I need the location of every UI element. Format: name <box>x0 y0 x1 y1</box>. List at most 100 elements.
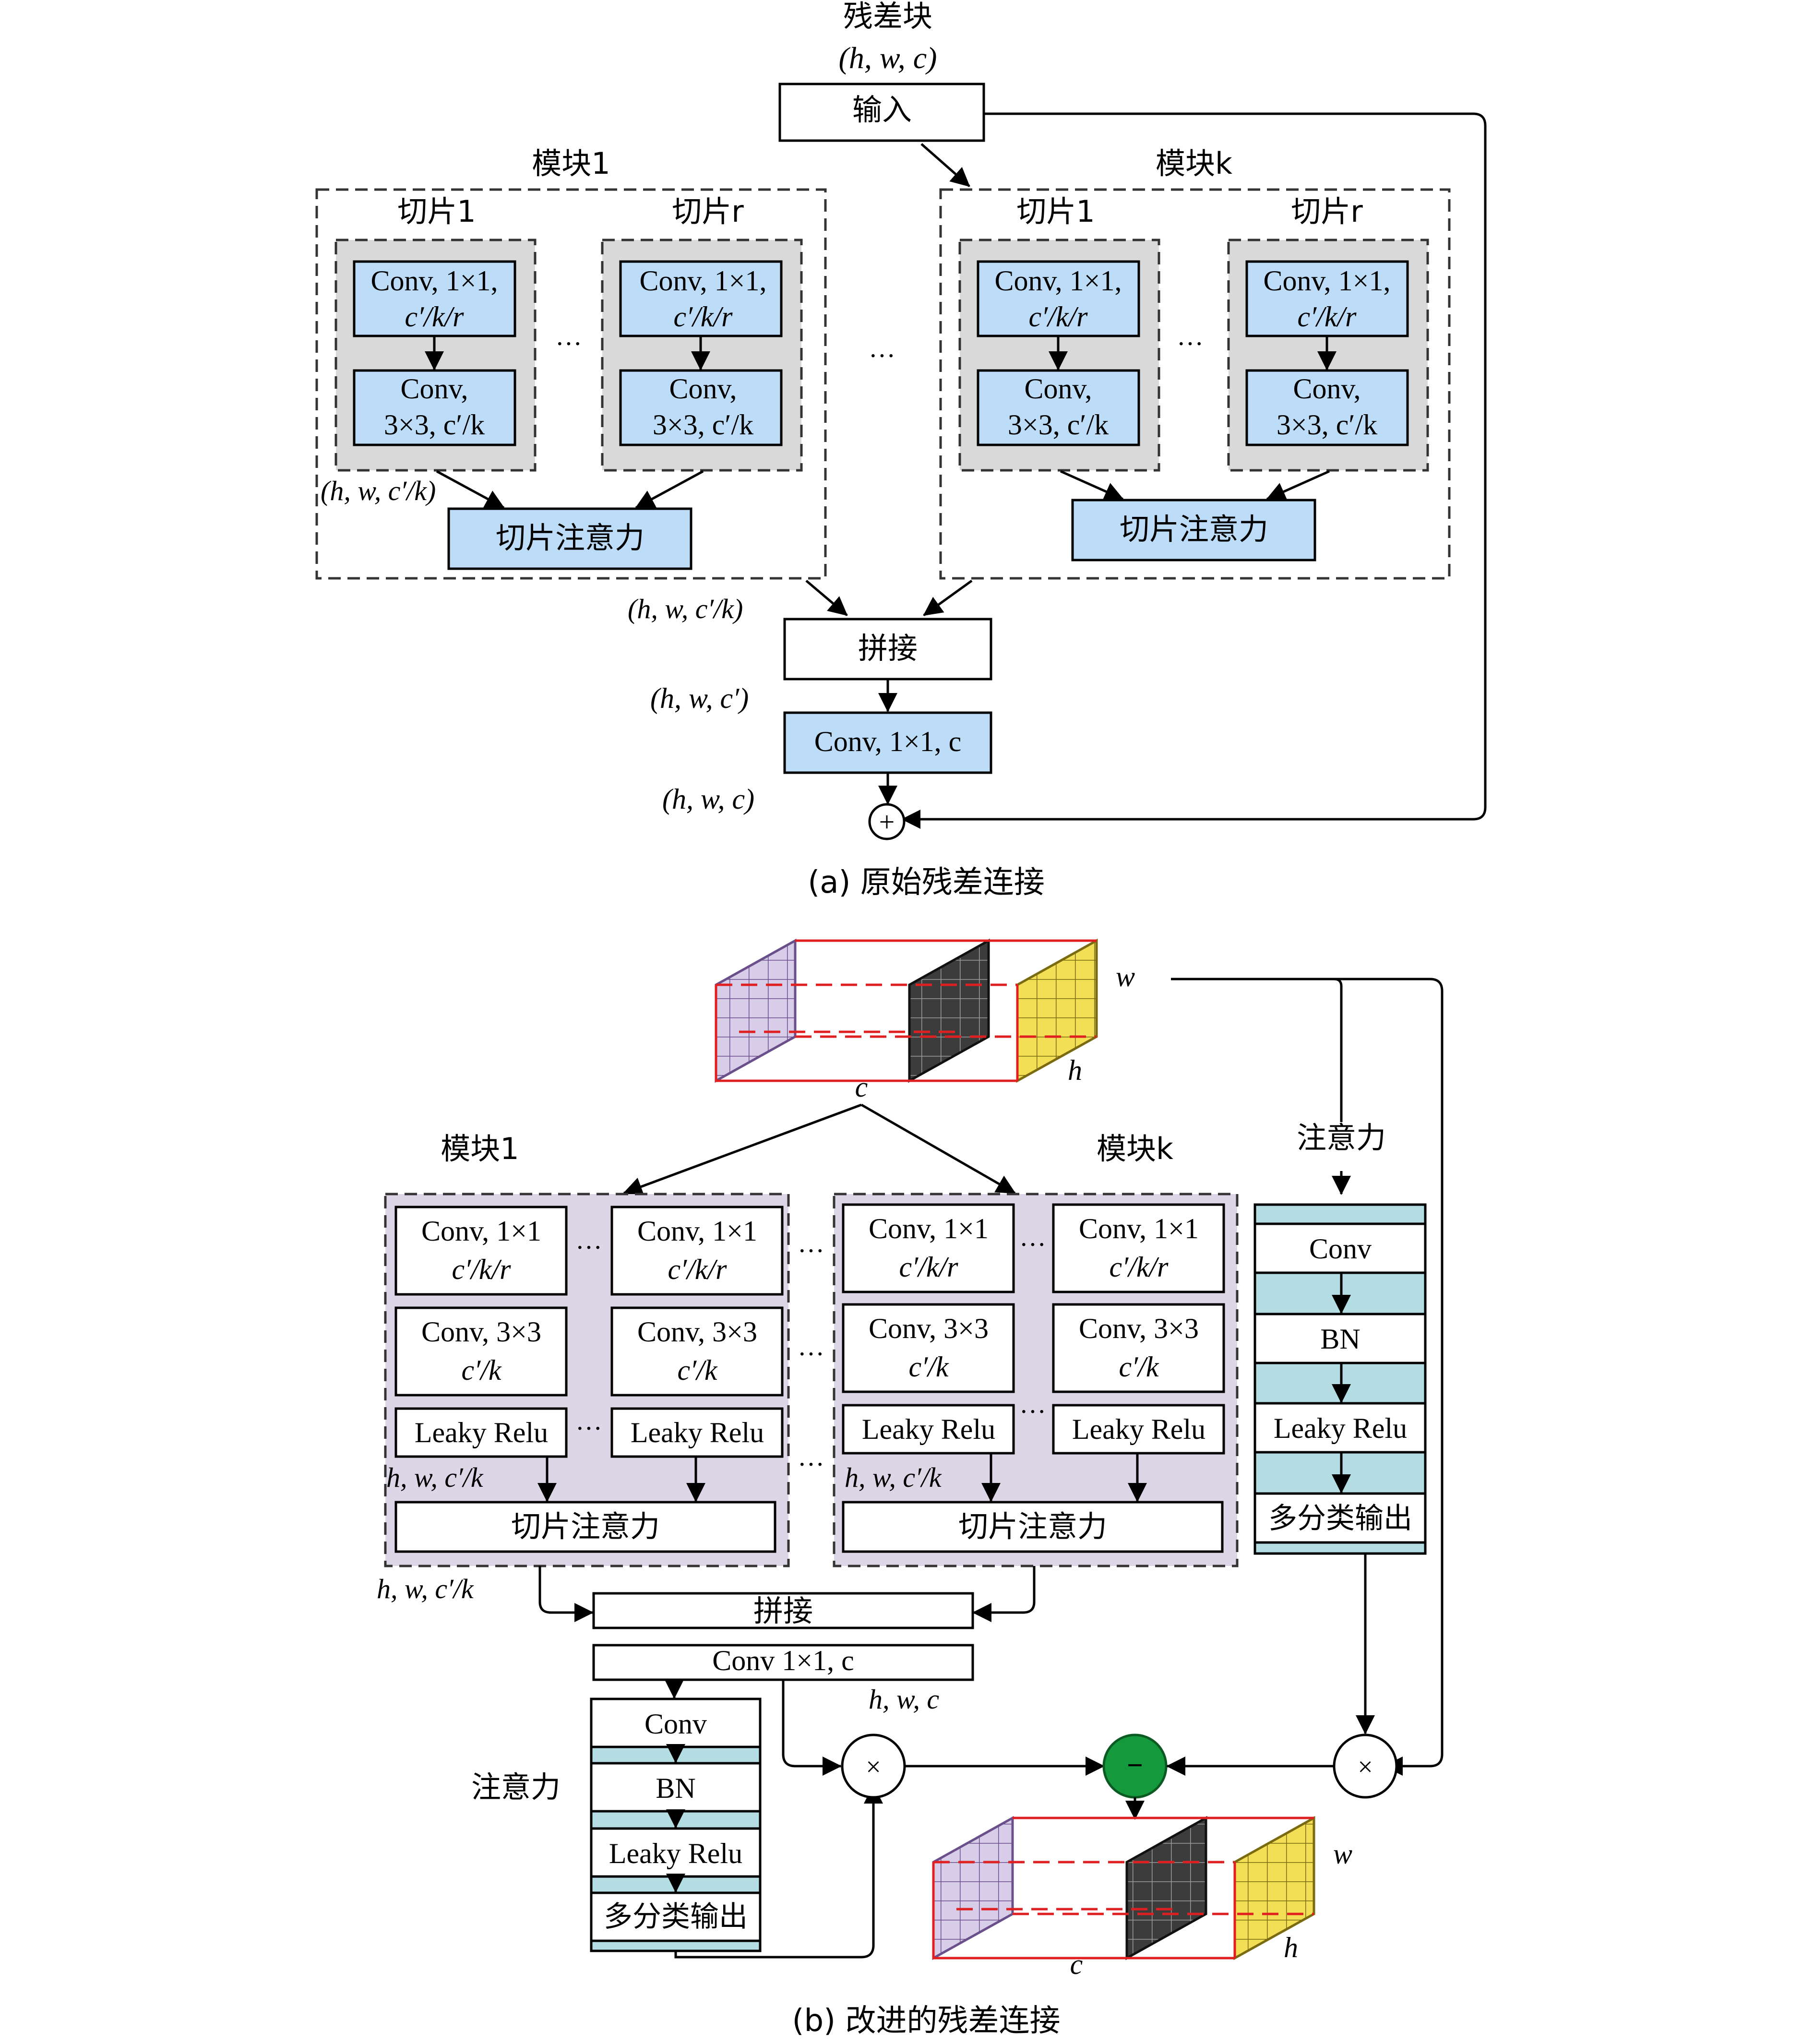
left-att-conv-label: Conv <box>644 1708 707 1740</box>
modulek-slice1-to-attention-arrow <box>1060 470 1124 501</box>
b-module1-slice1-conv3x3-line2: c′/k <box>461 1354 501 1386</box>
b-module1-slice-attention-box <box>394 1501 776 1553</box>
module-out-shape: (h, w, c′/k) <box>628 593 743 624</box>
module1-slice1-label: 切片1 <box>397 194 476 229</box>
module1-slice1-conv3x3 <box>353 369 516 446</box>
b-module1-slice1-relu <box>394 1407 568 1458</box>
output-tensor-w-label: w <box>1333 1838 1352 1870</box>
module1-frame <box>315 188 827 580</box>
left-multiply-symbol: × <box>866 1752 881 1782</box>
module1-slicer-conv3x3 <box>619 369 783 446</box>
module1-slice1-conv3x3-line2: 3×3, c′/k <box>384 409 485 441</box>
input-label: 输入 <box>852 92 912 127</box>
b-modulek-slice1-conv3x3-line1: Conv, 3×3 <box>869 1313 989 1344</box>
modulek-slicer-conv1x1-line2: c′/k/r <box>1297 301 1357 333</box>
input-tensor-c-label: c <box>855 1071 868 1103</box>
b-between-ellipsis-3: ··· <box>798 1450 824 1480</box>
b-modulek-slicer-conv1x1-line1: Conv, 1×1 <box>1079 1213 1199 1244</box>
left-att-bn-label: BN <box>656 1772 695 1804</box>
tensor-skip-line <box>1257 978 1444 1776</box>
input-shape-label: (h, w, c) <box>839 41 937 75</box>
module1-slicer-conv1x1-line2: c′/k/r <box>673 301 733 333</box>
module1-to-concat-arrow <box>805 580 848 616</box>
module1-ellipsis: ··· <box>555 329 582 359</box>
b-modulek-slice1-conv3x3-line2: c′/k <box>908 1351 949 1383</box>
input-tensor: w h c <box>715 938 1135 1103</box>
b-modulek-slicer-conv3x3-line2: c′/k <box>1119 1351 1159 1383</box>
modulek-frame <box>939 188 1451 580</box>
right-att-conv-box <box>1253 1222 1427 1274</box>
right-att-relu-box <box>1253 1402 1427 1454</box>
b-module1-shape: h, w, c′/k <box>386 1462 484 1493</box>
b-modulek-slicer-relu-label: Leaky Relu <box>1072 1413 1205 1445</box>
modulek-slice1-label: 切片1 <box>1016 194 1095 229</box>
modulek-slicer-to-attention-arrow <box>1266 470 1330 501</box>
modulek-slice1-conv3x3-line2: 3×3, c′/k <box>1008 409 1109 441</box>
b-modulek-shape: h, w, c′/k <box>845 1462 942 1493</box>
output-tensor-dark-face <box>1125 1816 1207 1960</box>
modulek-slice-attention-box <box>1071 499 1316 562</box>
b-module1-slice1-conv1x1 <box>394 1206 568 1296</box>
b-modulek-slicer-conv1x1-line2: c′/k/r <box>1109 1251 1169 1283</box>
right-att-bn-label: BN <box>1320 1323 1360 1355</box>
module1-slicer-conv1x1 <box>619 260 783 337</box>
concat-label: 拼接 <box>858 631 918 666</box>
modulek-slice1-conv1x1-line2: c′/k/r <box>1028 301 1088 333</box>
b-modulek-ellipsis-row3: ··· <box>1019 1397 1046 1427</box>
b-module1-slicer-relu <box>610 1407 784 1458</box>
modulek-slice1-conv1x1 <box>977 260 1140 337</box>
b-module1-slicer-conv1x1-line2: c′/k/r <box>668 1254 727 1285</box>
input-tensor-h-label: h <box>1068 1054 1082 1086</box>
module1-slicer-conv1x1-line1: Conv, 1×1, <box>640 265 767 297</box>
b-module1-slicer-conv3x3-line2: c′/k <box>677 1354 717 1386</box>
conv-to-left-multiply-line <box>782 1680 842 1776</box>
b-module1-slicer-relu-label: Leaky Relu <box>631 1417 764 1448</box>
b-modulek-slicer-conv1x1 <box>1052 1203 1225 1293</box>
left-att-relu-label: Leaky Relu <box>609 1838 742 1869</box>
tensor-to-attention-line <box>1171 978 1343 1122</box>
skip-connection-line <box>901 112 1487 829</box>
tensor-to-modulek-arrow <box>860 1103 1016 1195</box>
b-modulek-slice1-conv1x1-line1: Conv, 1×1 <box>869 1213 989 1244</box>
modulek-slicer-conv1x1 <box>1245 260 1409 337</box>
input-tensor-red-dashes <box>716 939 1097 1038</box>
part-a: 残差块 (h, w, c) 输入 模块1 切片1 切片r Conv, 1×1, … <box>315 0 1487 900</box>
right-att-bn-box <box>1253 1313 1427 1364</box>
b-module1-slicer-conv1x1-line1: Conv, 1×1 <box>637 1215 757 1247</box>
module1-slice1-conv1x1 <box>353 260 516 337</box>
left-att-output-box <box>590 1891 762 1942</box>
modulek-slice-attention-label: 切片注意力 <box>1120 512 1268 547</box>
b-module1-ellipsis-row3: ··· <box>575 1414 602 1444</box>
modulek-slicer-label: 切片r <box>1291 194 1363 229</box>
right-att-conv-label: Conv <box>1309 1233 1372 1265</box>
module1-slice1-conv1x1-line1: Conv, 1×1, <box>371 265 498 297</box>
right-att-output-label: 多分类输出 <box>1268 1502 1412 1535</box>
modulek-slicer-conv1x1-line1: Conv, 1×1, <box>1264 265 1391 297</box>
b-between-ellipsis-1: ··· <box>798 1236 824 1266</box>
right-multiply-node <box>1333 1733 1398 1799</box>
input-tensor-purple-face <box>715 938 797 1083</box>
b-modulek-slice1-conv3x3 <box>842 1303 1015 1393</box>
tensor-to-module1-arrow <box>623 1103 862 1196</box>
plus-symbol: + <box>879 806 895 837</box>
middle-ellipsis: ··· <box>869 341 895 371</box>
output-tensor-c-label: c <box>1070 1948 1083 1980</box>
module1-slice1-conv1x1-line2: c′/k/r <box>405 301 464 333</box>
output-tensor-purple-face <box>932 1816 1014 1960</box>
module1-slicer-to-attention-arrow <box>635 470 704 509</box>
minus-symbol: − <box>1127 1749 1143 1781</box>
b-modulek-slice-attention-box <box>842 1501 1224 1553</box>
concat-box <box>783 618 992 681</box>
b-module1-slice1-conv1x1-line2: c′/k/r <box>452 1254 511 1285</box>
final-conv-label: Conv, 1×1, c <box>814 726 962 757</box>
right-attention-label: 注意力 <box>1297 1120 1386 1155</box>
b-modulek-slice-attention-label: 切片注意力 <box>958 1509 1107 1544</box>
output-tensor-yellow-face <box>1233 1816 1315 1960</box>
b-concat-label: 拼接 <box>753 1593 813 1628</box>
final-shape: (h, w, c) <box>662 783 754 815</box>
plus-node <box>868 803 906 840</box>
modulek-to-concat-arrow <box>923 579 973 617</box>
modulek-slicer-conv3x3 <box>1245 369 1409 446</box>
modulek-title: 模块k <box>1156 146 1232 181</box>
